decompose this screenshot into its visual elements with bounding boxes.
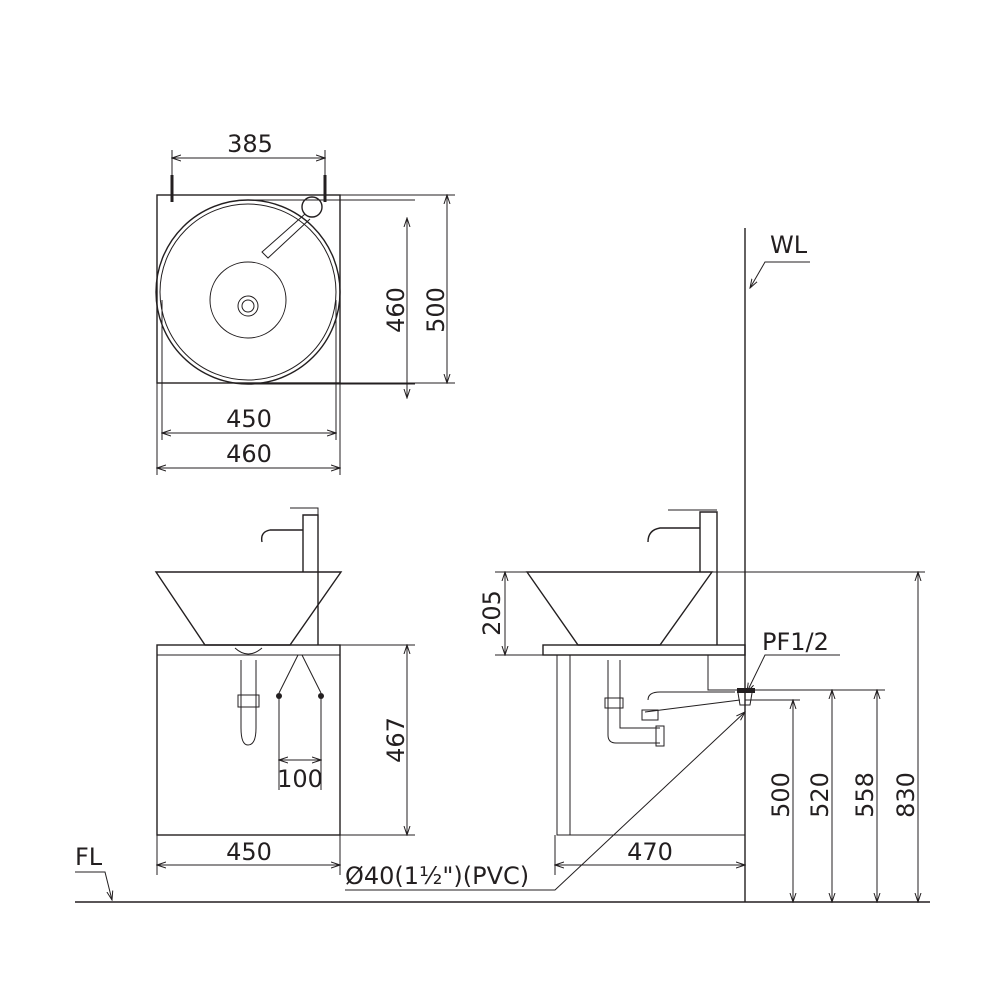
dim-558: 558 <box>851 772 879 818</box>
drain-pipe <box>644 691 741 713</box>
countertop-outline <box>156 194 341 384</box>
cabinet <box>156 644 341 836</box>
dim-450-top: 450 <box>226 405 272 433</box>
dim-205: 205 <box>478 590 506 636</box>
p-trap <box>240 660 257 746</box>
cabinet-leg <box>556 654 571 836</box>
dim-460-vertical: 460 <box>382 287 410 333</box>
drain <box>237 295 259 317</box>
vessel-basin <box>154 571 343 646</box>
pf-label: PF1/2 <box>762 628 829 656</box>
drain-flange <box>234 647 263 655</box>
side-p-trap <box>607 660 660 744</box>
front-view: 100 467 450 <box>154 507 415 875</box>
dim-830: 830 <box>892 772 920 818</box>
supply-hoses <box>278 654 322 694</box>
side-view: WL FL PF1/2 Ø40(1½")(PVC) 205 470 500 52… <box>75 228 930 902</box>
dim-100: 100 <box>277 765 323 793</box>
supply-pipe <box>707 655 745 691</box>
faucet-top <box>301 196 323 218</box>
dim-470: 470 <box>627 838 673 866</box>
top-view: 385 460 500 450 460 <box>155 130 455 475</box>
basin-bowl <box>209 261 287 339</box>
faucet <box>260 514 319 645</box>
dim-500-vertical: 500 <box>422 287 450 333</box>
dim-500-height: 500 <box>767 772 795 818</box>
side-basin <box>525 571 714 646</box>
dim-460-horizontal: 460 <box>226 440 272 468</box>
dim-467: 467 <box>382 717 410 763</box>
side-countertop <box>542 644 746 656</box>
dim-450-cabinet: 450 <box>226 838 272 866</box>
fl-label: FL <box>75 843 103 871</box>
dim-385: 385 <box>227 130 273 158</box>
faucet-lever <box>261 213 311 259</box>
basin-rim <box>155 199 341 385</box>
side-faucet <box>647 511 718 645</box>
drain-size-label: Ø40(1½")(PVC) <box>345 862 529 890</box>
wl-label: WL <box>770 231 808 259</box>
dim-520: 520 <box>806 772 834 818</box>
